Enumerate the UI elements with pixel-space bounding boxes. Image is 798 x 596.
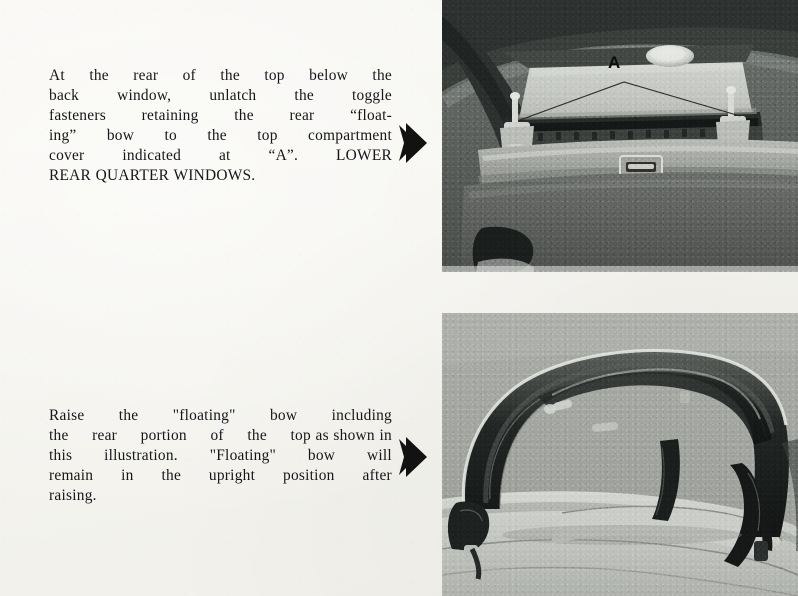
callout-label-a: A [608, 53, 621, 72]
text-line: raising. [49, 487, 97, 505]
text-line: REAR QUARTER WINDOWS. [49, 167, 256, 185]
right-arrow-icon [398, 433, 428, 481]
photo-floating-bow-raised [442, 313, 798, 596]
right-arrow-icon [398, 119, 428, 167]
photo-rear-window-toggle-fasteners: A [442, 0, 798, 272]
